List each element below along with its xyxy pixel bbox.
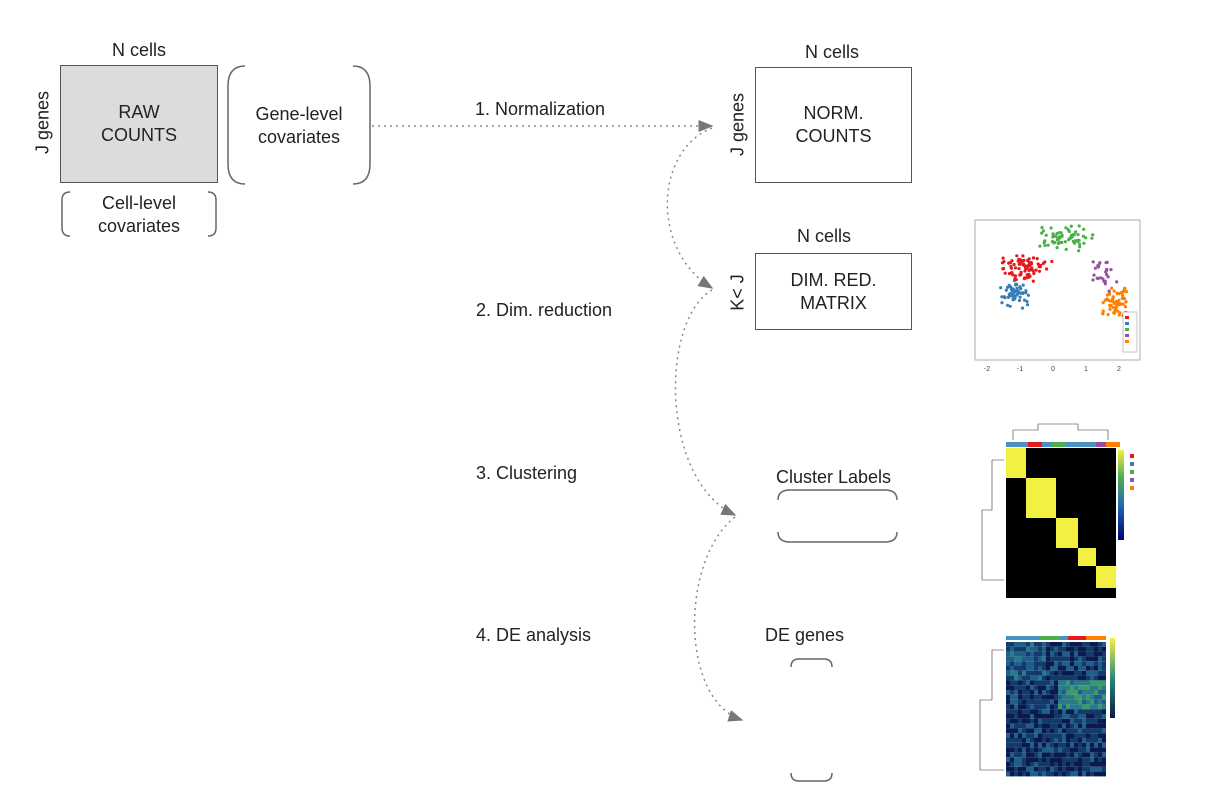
cluster-heatmap-thumbnail [968,420,1150,600]
dimred-box-line1: DIM. RED. [790,269,877,290]
raw-rows-label: J genes [32,90,53,155]
cell-cov-line1: Cell-level [101,193,177,213]
de-heatmap-thumbnail [968,630,1150,780]
gene-level-covariates: Gene-level covariates [238,103,360,149]
gene-cov-left-bracket [227,65,246,185]
norm-box-line1: NORM. [803,103,864,123]
cluster-labels-bracket [777,489,898,501]
arrow-dim-reduction [666,127,714,289]
svg-text:1: 1 [1084,366,1088,373]
cell-cov-left-bracket [61,191,71,237]
cluster-labels-title: Cluster Labels [776,467,892,487]
step-clustering: 3. Clustering [476,463,578,483]
gene-cov-line1: Gene-level [255,104,343,124]
dimred-cols-label: N cells [797,226,852,246]
cell-cov-right-bracket [207,191,217,237]
svg-text:-1: -1 [1017,366,1023,373]
de-genes-bracket [790,658,833,668]
svg-text:2: 2 [1117,366,1121,373]
pca-scatter-svg: -2 -1 0 1 2 [974,219,1141,373]
step-de-analysis: 4. DE analysis [476,625,592,645]
de-heatmap-svg [979,636,1115,777]
dimred-matrix-box: DIM. RED. MATRIX [755,253,912,330]
svg-text:0: 0 [1051,366,1055,373]
norm-rows-label: J genes [727,92,748,157]
gene-cov-right-bracket [352,65,371,185]
step-normalization: 1. Normalization [475,99,606,119]
pca-scatter-thumbnail: -2 -1 0 1 2 [955,216,1145,376]
de-genes-title: DE genes [765,625,845,645]
cell-level-covariates: Cell-level covariates [70,192,208,238]
svg-text:-2: -2 [984,366,990,373]
step-dim-reduction: 2. Dim. reduction [476,300,613,320]
arrow-de-analysis [693,516,744,722]
raw-cols-label: N cells [112,40,167,60]
raw-counts-box: RAW COUNTS [60,65,218,183]
norm-box-line2: COUNTS [795,126,872,146]
cell-cov-line2: covariates [97,216,181,236]
arrow-clustering [674,289,737,516]
cluster-heatmap-svg [981,423,1134,598]
norm-counts-box: NORM. COUNTS [755,67,912,183]
raw-box-line1: RAW [118,102,160,122]
gene-cov-line2: covariates [257,127,341,147]
dimred-rows-label: K< J [727,274,748,311]
norm-cols-label: N cells [805,42,860,62]
raw-box-line2: COUNTS [101,125,177,145]
dimred-box-line2: MATRIX [800,292,867,313]
